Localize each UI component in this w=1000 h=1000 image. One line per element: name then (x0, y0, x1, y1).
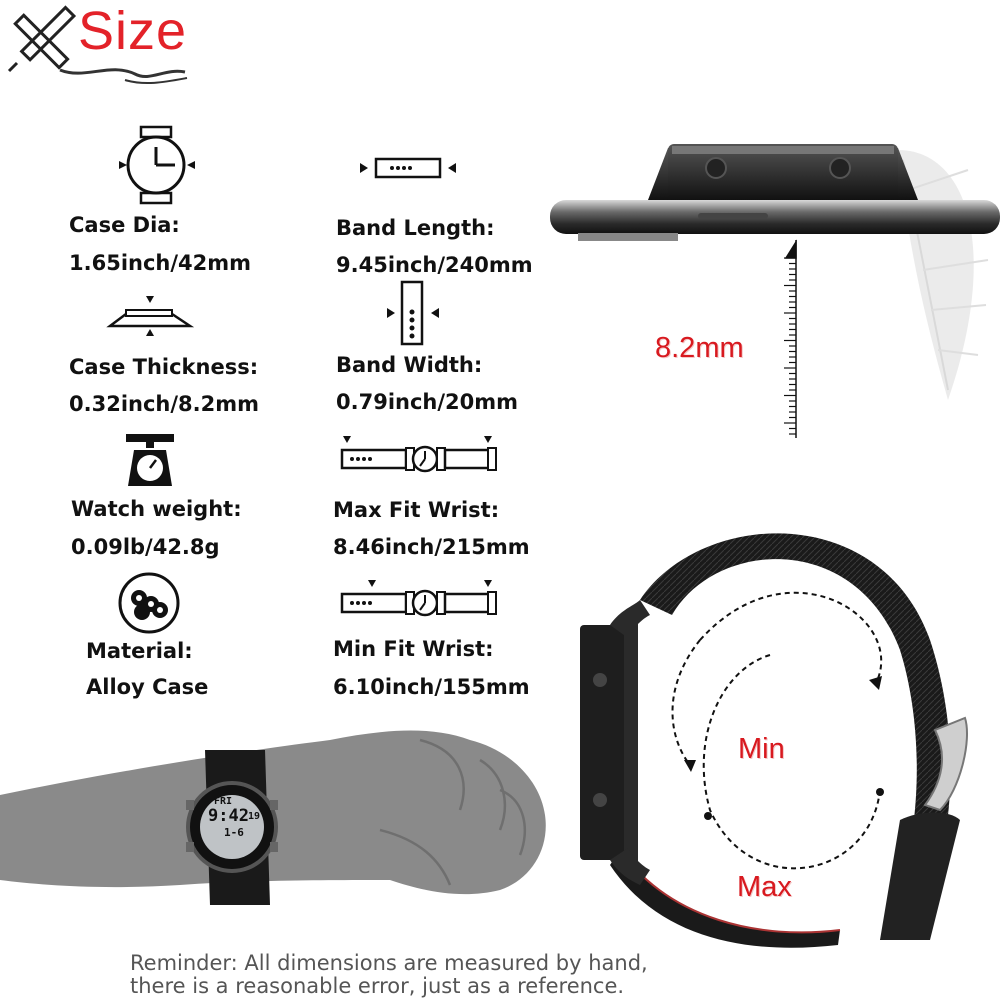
min-fit-wrist-label: Min Fit Wrist: (333, 637, 494, 661)
watch-date: 1-6 (224, 826, 244, 839)
material-value: Alloy Case (86, 675, 209, 699)
band-width-icon (387, 280, 439, 346)
case-dia-value: 1.65inch/42mm (69, 251, 252, 275)
band-length-label: Band Length: (336, 216, 495, 240)
case-thickness-icon (106, 296, 195, 336)
watch-day: FRI (214, 796, 233, 807)
max-fit-wrist-value: 8.46inch/215mm (333, 535, 530, 559)
case-thickness-label: Case Thickness: (69, 355, 259, 379)
reminder-line-1: Reminder: All dimensions are measured by… (130, 951, 648, 975)
material-label: Material: (86, 639, 193, 663)
thickness-comparison-photo (550, 144, 1000, 438)
max-label: Max (737, 871, 792, 903)
band-fit-photo (580, 533, 968, 948)
ruler-scale (784, 239, 797, 438)
ruler-pencil-icon (7, 5, 77, 73)
band-length-icon (360, 157, 456, 179)
min-label: Min (738, 733, 785, 765)
scale-icon (126, 434, 174, 486)
min-fit-wrist-value: 6.10inch/155mm (333, 675, 530, 699)
max-fit-wrist-label: Max Fit Wrist: (333, 498, 500, 522)
material-icon (118, 572, 180, 634)
ruler-ticks (784, 257, 796, 435)
watch-time: 9:42 (208, 806, 249, 826)
band-width-label: Band Width: (336, 353, 483, 377)
watch-weight-value: 0.09lb/42.8g (71, 535, 220, 559)
max-wrist-icon (340, 436, 497, 473)
thickness-measure-label: 8.2mm (655, 332, 744, 364)
watch-weight-label: Watch weight: (71, 497, 242, 521)
page-title: Size (78, 1, 188, 61)
case-dia-label: Case Dia: (69, 213, 180, 237)
band-width-value: 0.79inch/20mm (336, 390, 519, 414)
header: Size (0, 0, 200, 90)
watch-seconds: 19 (248, 811, 261, 822)
min-wrist-icon (340, 580, 497, 617)
case-thickness-value: 0.32inch/8.2mm (69, 392, 259, 416)
wrist-illustration (0, 730, 546, 905)
swoosh-decoration (59, 68, 188, 85)
watch-face-icon (119, 125, 195, 205)
band-length-value: 9.45inch/240mm (336, 253, 533, 277)
reminder-line-2: there is a reasonable error, just as a r… (130, 974, 625, 998)
